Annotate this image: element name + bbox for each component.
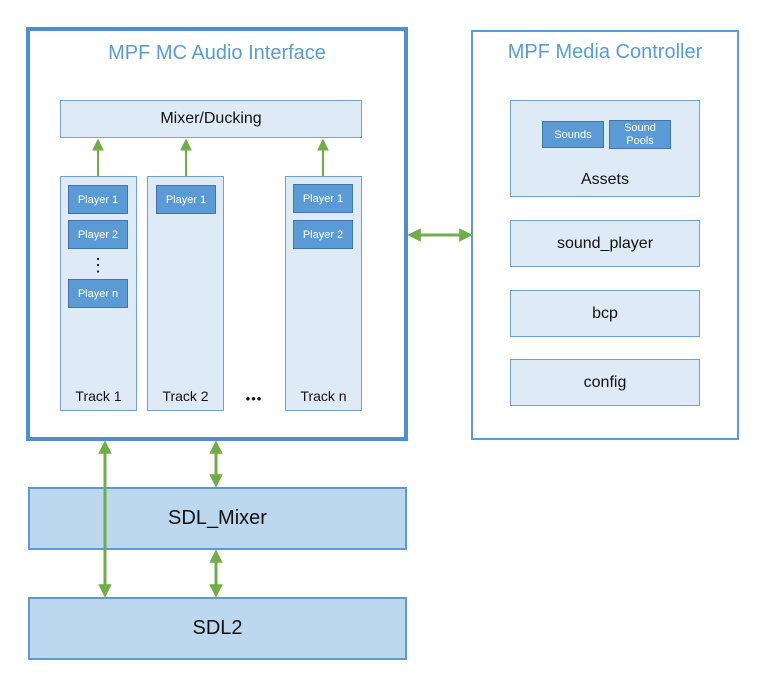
bcp-module: bcp [510, 290, 700, 337]
sound-pools-line1: Sound [624, 121, 656, 134]
track-n-label: Track n [300, 388, 347, 404]
track-1-player-1: Player 1 [68, 185, 128, 214]
track-1-player-2: Player 2 [68, 220, 128, 249]
sound-pools-asset: Sound Pools [609, 120, 671, 149]
track-n [285, 176, 362, 411]
track-2-label: Track 2 [162, 388, 209, 404]
sounds-asset: Sounds [542, 121, 604, 148]
mixer-ducking-box: Mixer/Ducking [60, 100, 362, 138]
config-module: config [510, 359, 700, 406]
assets-label: Assets [580, 171, 629, 188]
assets-box: Sounds Sound Pools Assets [510, 100, 700, 197]
tracks-ellipsis: ••• [245, 390, 263, 406]
track-1-label: Track 1 [75, 388, 122, 404]
track-1-players-ellipsis: ⋮ [89, 254, 107, 275]
sound-pools-line2: Pools [626, 134, 654, 147]
media-controller-title: MPF Media Controller [507, 40, 703, 63]
sdl-mixer-box: SDL_Mixer [28, 487, 407, 550]
track-2-player-1: Player 1 [156, 185, 216, 214]
track-n-player-1: Player 1 [293, 184, 353, 213]
sound-player-module: sound_player [510, 220, 700, 267]
track-1-player-n: Player n [68, 279, 128, 308]
track-n-player-2: Player 2 [293, 220, 353, 249]
sdl2-box: SDL2 [28, 597, 407, 660]
audio-interface-title: MPF MC Audio Interface [108, 41, 326, 64]
track-2 [147, 176, 224, 411]
